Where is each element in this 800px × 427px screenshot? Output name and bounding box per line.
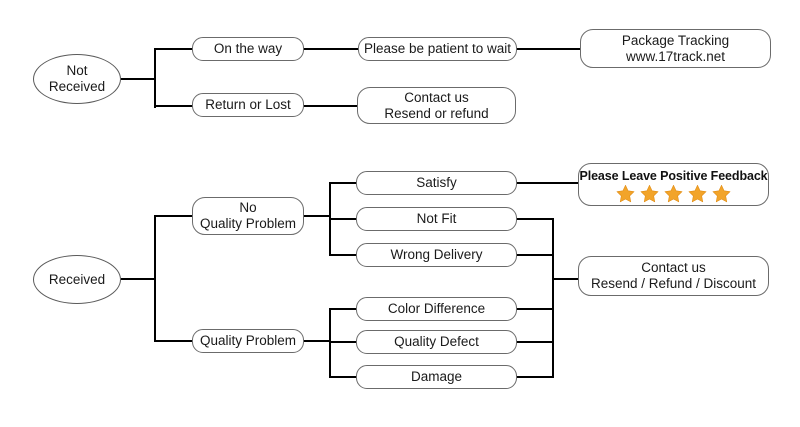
connector-not-fit-merge — [517, 218, 554, 220]
node-please-be-patient[interactable]: Please be patient to wait — [358, 37, 517, 61]
node-return-or-lost[interactable]: Return or Lost — [192, 93, 304, 117]
connector-damage-merge — [517, 376, 554, 378]
node-color-difference[interactable]: Color Difference — [356, 297, 517, 321]
node-contact-us-resend-refund-discount[interactable]: Contact us Resend / Refund / Discount — [578, 256, 769, 296]
connector-to-return-or-lost — [154, 105, 193, 107]
connector-to-no-quality-problem — [154, 215, 193, 217]
node-received[interactable]: Received — [33, 255, 121, 304]
connector-wrong-delivery-merge — [517, 254, 554, 256]
connector-not-received-split — [154, 48, 156, 108]
node-contact-us-resend-or-refund[interactable]: Contact us Resend or refund — [357, 87, 516, 124]
star-icon[interactable] — [664, 184, 683, 203]
connector-to-on-the-way — [154, 48, 193, 50]
star-icon[interactable] — [712, 184, 731, 203]
connector-qp-to-quality-defect — [329, 341, 356, 343]
node-damage[interactable]: Damage — [356, 365, 517, 389]
node-quality-defect[interactable]: Quality Defect — [356, 330, 517, 354]
connector-nqp-to-wrong-delivery — [329, 254, 356, 256]
connector-qp-to-damage — [329, 376, 356, 378]
connector-to-quality-problem — [154, 340, 193, 342]
connector-quality-defect-merge — [517, 341, 554, 343]
connector-qp-out — [304, 340, 330, 342]
star-icon[interactable] — [616, 184, 635, 203]
connector-satisfy-to-feedback — [517, 182, 580, 184]
star-icon[interactable] — [688, 184, 707, 203]
connector-received-split — [154, 215, 156, 341]
connector-on-the-way-to-wait — [304, 48, 358, 50]
connector-merge-to-contact — [552, 278, 578, 280]
feedback-label: Please Leave Positive Feedback — [579, 168, 768, 183]
star-icon[interactable] — [640, 184, 659, 203]
connector-return-lost-to-contact — [304, 105, 358, 107]
node-satisfy[interactable]: Satisfy — [356, 171, 517, 195]
star-rating[interactable] — [616, 184, 731, 203]
connector-received-stem — [121, 278, 155, 280]
node-quality-problem[interactable]: Quality Problem — [192, 329, 304, 353]
node-wrong-delivery[interactable]: Wrong Delivery — [356, 243, 517, 267]
connector-wait-to-tracking — [517, 48, 580, 50]
connector-merge-bus — [552, 218, 554, 378]
connector-not-received-stem — [121, 78, 155, 80]
node-not-fit[interactable]: Not Fit — [356, 207, 517, 231]
node-please-leave-positive-feedback[interactable]: Please Leave Positive Feedback — [578, 163, 769, 206]
node-on-the-way[interactable]: On the way — [192, 37, 304, 61]
connector-color-difference-merge — [517, 308, 554, 310]
connector-qp-to-color-difference — [329, 308, 356, 310]
connector-nqp-to-satisfy — [329, 182, 356, 184]
node-package-tracking[interactable]: Package Tracking www.17track.net — [580, 29, 771, 68]
node-no-quality-problem[interactable]: No Quality Problem — [192, 197, 304, 235]
connector-nqp-out — [304, 215, 330, 217]
connector-nqp-to-not-fit — [329, 218, 356, 220]
node-not-received[interactable]: Not Received — [33, 54, 121, 104]
